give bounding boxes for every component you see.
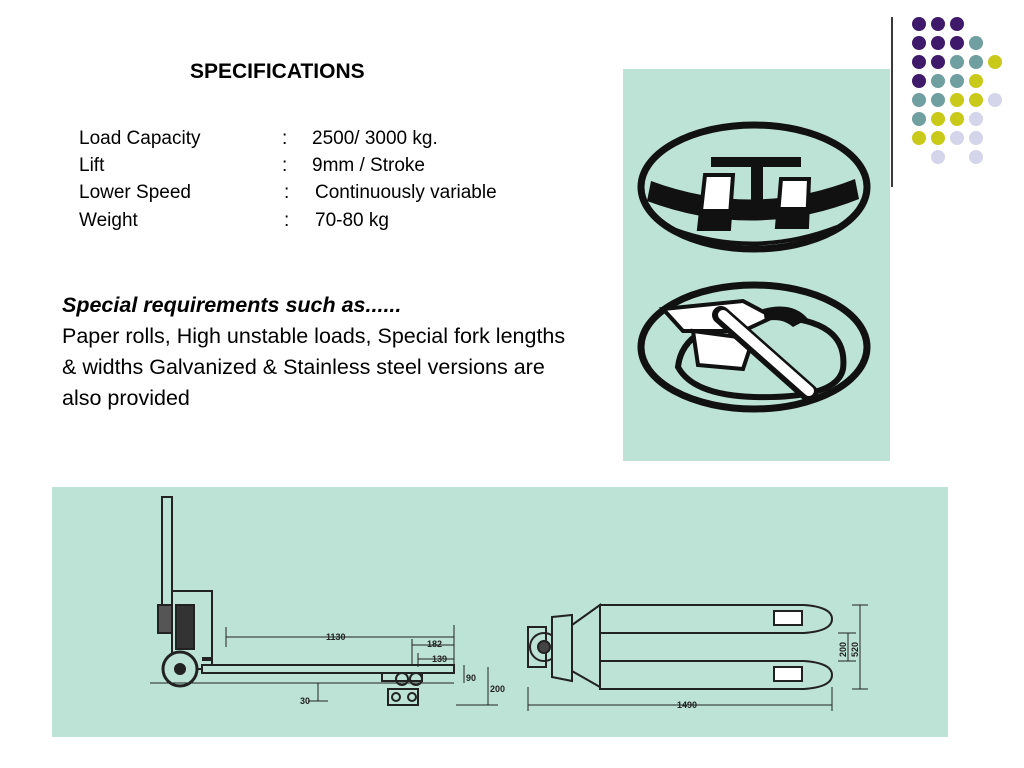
dot <box>912 36 926 50</box>
dot <box>912 55 926 69</box>
dot <box>950 112 964 126</box>
dot <box>950 131 964 145</box>
dimension-label: 139 <box>432 654 447 664</box>
spec-label: Lower Speed <box>79 182 191 203</box>
dot <box>912 131 926 145</box>
dot <box>969 74 983 88</box>
dimension-label: 1490 <box>677 700 697 710</box>
dot <box>988 55 1002 69</box>
dot <box>912 93 926 107</box>
special-body: Paper rolls, High unstable loads, Specia… <box>62 324 566 410</box>
spec-label: Weight <box>79 210 138 231</box>
spec-value: 2500/ 3000 kg. <box>312 128 438 149</box>
top-view-drawing <box>527 603 868 711</box>
dot <box>931 17 945 31</box>
dot <box>931 112 945 126</box>
spec-colon: : <box>284 210 290 231</box>
dot <box>969 93 983 107</box>
dot <box>950 17 964 31</box>
dimension-label: 182 <box>427 639 442 649</box>
dot <box>931 93 945 107</box>
dimension-label: 200 <box>490 684 505 694</box>
spec-label: Lift <box>79 155 105 176</box>
dot <box>950 74 964 88</box>
dimension-label: 90 <box>466 673 476 683</box>
technical-drawing-panel: 1130 182 139 90 200 30 1490 200 520 <box>52 487 948 737</box>
pallet-truck-drawing: 1130 182 139 90 200 30 1490 200 520 <box>150 496 868 711</box>
divider-line <box>891 17 893 187</box>
dimension-label: 30 <box>300 696 310 706</box>
dimension-label: 1130 <box>326 632 346 642</box>
spec-colon: : <box>282 155 288 176</box>
hand-prohibited-pictogram-icon <box>637 281 871 413</box>
page-title: SPECIFICATIONS <box>190 60 365 83</box>
dot <box>912 112 926 126</box>
dot <box>988 93 1002 107</box>
spec-value: Continuously variable <box>315 182 497 203</box>
spec-label: Load Capacity <box>79 128 201 149</box>
dot <box>969 112 983 126</box>
lift-pictogram-icon <box>637 121 871 253</box>
dot <box>912 74 926 88</box>
spec-value: 9mm / Stroke <box>312 155 425 176</box>
side-view-drawing <box>150 496 498 706</box>
dot <box>931 150 945 164</box>
dimension-label: 200 <box>838 642 848 657</box>
dot <box>912 17 926 31</box>
dot <box>931 36 945 50</box>
dot <box>969 150 983 164</box>
dot <box>950 55 964 69</box>
spec-value: 70-80 kg <box>315 210 389 231</box>
safety-pictograms <box>637 121 871 413</box>
dot <box>931 131 945 145</box>
dot <box>931 74 945 88</box>
dot <box>969 55 983 69</box>
dot <box>931 55 945 69</box>
dimension-label: 520 <box>850 642 860 657</box>
spec-colon: : <box>284 182 290 203</box>
dot <box>950 36 964 50</box>
special-heading: Special requirements such as...... <box>62 293 402 317</box>
spec-colon: : <box>282 128 288 149</box>
special-requirements: Special requirements such as...... Paper… <box>62 290 582 414</box>
dot <box>969 131 983 145</box>
safety-pictogram-panel <box>623 69 890 461</box>
dot <box>969 36 983 50</box>
dot <box>950 93 964 107</box>
